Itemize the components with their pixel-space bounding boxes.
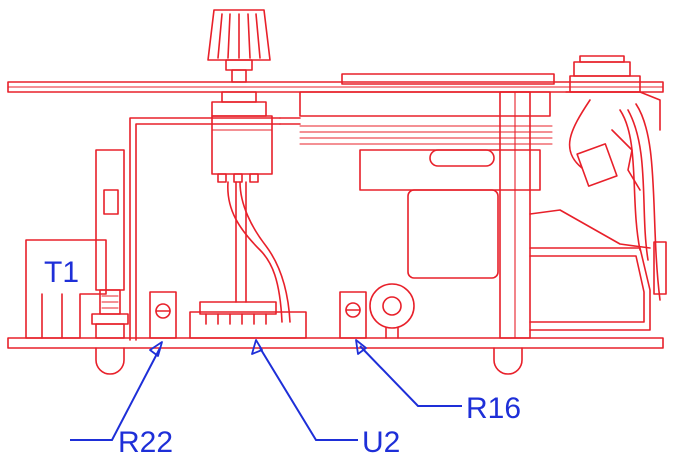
bottom-board — [7, 337, 664, 375]
top-panel — [7, 81, 664, 93]
switch-and-wiring — [565, 55, 667, 301]
callout-leaders — [70, 339, 462, 441]
label-r16: R16 — [466, 392, 521, 425]
control-knob — [207, 9, 271, 83]
potentiometer — [211, 91, 291, 323]
resistor-r22-body — [149, 291, 177, 339]
label-r22: R22 — [118, 426, 173, 459]
ic-u2-body — [189, 301, 307, 339]
label-u2: U2 — [362, 426, 400, 459]
resistor-r16-body — [339, 283, 415, 339]
relay-assembly — [299, 73, 651, 339]
transformer-t1 — [25, 149, 129, 339]
label-t1: T1 — [44, 256, 79, 289]
chassis-bracket — [129, 117, 301, 341]
